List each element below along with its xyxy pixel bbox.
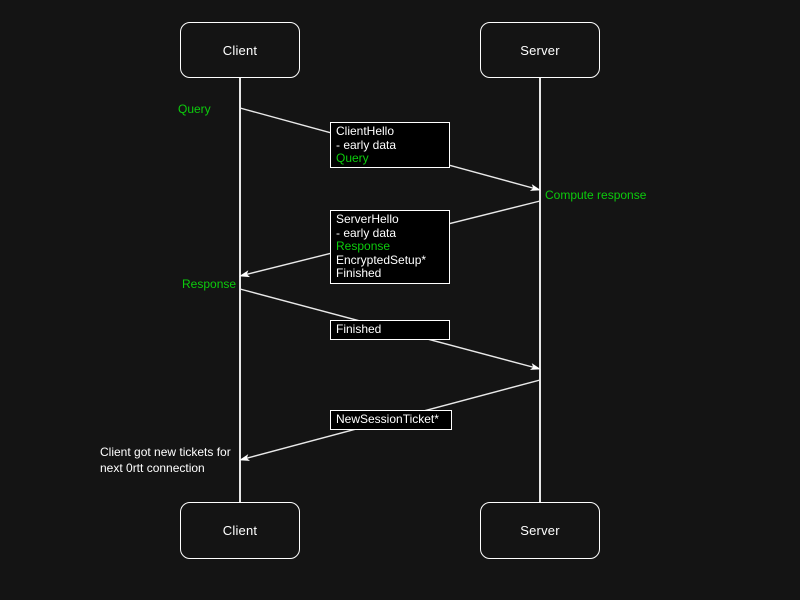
- message-line: ServerHello: [336, 212, 399, 226]
- message-line: ClientHello: [336, 124, 395, 138]
- actor-server-top: Server: [480, 22, 600, 78]
- message-box-newsessionticket: NewSessionTicket*: [330, 410, 452, 430]
- actor-client-top: Client: [180, 22, 300, 78]
- message-line: Query: [336, 151, 369, 166]
- note-new-tickets: Client got new tickets for next 0rtt con…: [100, 444, 231, 476]
- message-line: NewSessionTicket*: [336, 412, 439, 426]
- message-line: Response: [336, 239, 391, 254]
- message-line: EncryptedSetup*: [336, 252, 427, 267]
- actor-client-bottom: Client: [180, 502, 300, 559]
- message-line: Finished: [336, 322, 382, 336]
- message-box-clienthello: ClientHello - early data Query: [330, 122, 450, 168]
- message-line: - early data: [336, 137, 397, 152]
- message-line: - early data: [336, 225, 397, 240]
- note-line: Client got new tickets for: [100, 445, 231, 459]
- message-box-serverhello: ServerHello - early data Response Encryp…: [330, 210, 450, 284]
- label-response: Response: [182, 277, 237, 291]
- note-line: next 0rtt connection: [100, 461, 205, 475]
- label-compute-response: Compute response: [545, 188, 647, 202]
- label-query: Query: [178, 102, 211, 116]
- actor-server-bottom: Server: [480, 502, 600, 559]
- message-line: Finished: [336, 266, 382, 281]
- message-box-finished: Finished: [330, 320, 450, 340]
